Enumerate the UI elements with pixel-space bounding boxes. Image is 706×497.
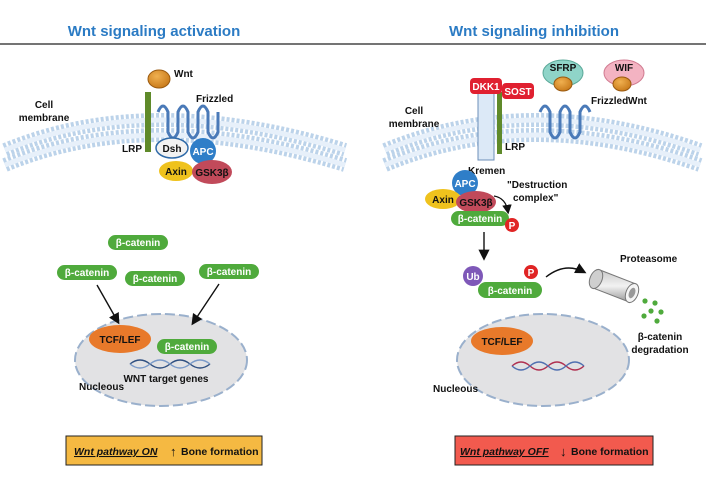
beta-catenin-pill: β-catenin bbox=[125, 271, 185, 286]
apc-protein bbox=[452, 170, 478, 196]
status-effect-label: Bone formation bbox=[571, 446, 649, 458]
sost-label: SOST bbox=[504, 87, 531, 98]
status-effect-label: Bone formation bbox=[181, 446, 259, 458]
svg-text:β-catenin: β-catenin bbox=[488, 286, 532, 297]
axin-label: Axin bbox=[432, 195, 454, 206]
sfrp-label: SFRP bbox=[550, 63, 577, 74]
apc-label: APC bbox=[192, 147, 213, 158]
wnt-ligand bbox=[147, 69, 171, 89]
wnt-label: Wnt bbox=[174, 69, 194, 80]
cell-membrane-label: Cell bbox=[35, 100, 54, 111]
wnt-ligand bbox=[553, 76, 573, 92]
nucleous-label: Nucleous bbox=[433, 384, 478, 395]
tcf-lef-factor bbox=[471, 327, 533, 355]
degradation-label: β-catenin bbox=[638, 332, 682, 343]
axin-protein bbox=[425, 189, 461, 209]
gsk3b-protein bbox=[192, 160, 232, 184]
beta-catenin-pill: β-catenin bbox=[199, 264, 259, 279]
tcf-lef-label: TCF/LEF bbox=[481, 337, 522, 348]
membrane-left bbox=[2, 113, 348, 172]
degraded-fragments bbox=[641, 298, 664, 324]
proteasome-icon bbox=[588, 268, 640, 304]
phosphorylation-arrow bbox=[493, 195, 512, 215]
title-inhibition: Wnt signaling inhibition bbox=[449, 23, 619, 40]
ubiquitin-label: Ub bbox=[466, 272, 479, 283]
destruction-complex-label: complex" bbox=[513, 193, 559, 204]
degradation-label: degradation bbox=[631, 345, 688, 356]
kremen-label: Kremen bbox=[468, 166, 505, 177]
tcf-lef-factor bbox=[89, 325, 151, 353]
beta-catenin-pill: β-catenin bbox=[478, 282, 542, 298]
frizzled-label: Frizzled bbox=[591, 96, 628, 107]
wif-label: WIF bbox=[615, 63, 633, 74]
dna-helix bbox=[511, 361, 585, 371]
sost-inhibitor bbox=[502, 83, 534, 99]
frizzled-receptor bbox=[538, 104, 592, 140]
arrow-down-icon: ↓ bbox=[560, 444, 567, 459]
wnt-ligand bbox=[612, 76, 632, 92]
gsk3b-label: GSK3β bbox=[459, 198, 492, 209]
lrp-coreceptor bbox=[497, 92, 502, 154]
kremen-receptor bbox=[477, 91, 495, 161]
beta-catenin-pill: β-catenin bbox=[157, 339, 217, 354]
apc-protein bbox=[190, 138, 216, 164]
svg-text:β-catenin: β-catenin bbox=[133, 274, 177, 285]
cell-membrane-label: membrane bbox=[389, 119, 440, 130]
status-pathway-label: Wnt pathway OFF bbox=[460, 446, 549, 458]
axin-protein bbox=[159, 161, 193, 181]
phosphate-label: P bbox=[509, 221, 516, 232]
arrow-up-icon: ↑ bbox=[170, 444, 177, 459]
svg-text:β-catenin: β-catenin bbox=[458, 214, 502, 225]
dsh-label: Dsh bbox=[163, 144, 182, 155]
beta-catenin-pill: β-catenin bbox=[57, 265, 117, 280]
status-box-off: Wnt pathway OFF ↓ Bone formation bbox=[454, 435, 654, 466]
tcf-lef-label: TCF/LEF bbox=[99, 335, 140, 346]
status-pathway-label: Wnt pathway ON bbox=[74, 446, 158, 458]
dna-helix bbox=[129, 359, 211, 369]
dsh-protein bbox=[155, 137, 189, 159]
ubiquitin-icon bbox=[463, 266, 483, 286]
lrp-coreceptor bbox=[145, 92, 151, 152]
frizzled-label: Frizzled bbox=[196, 94, 233, 105]
phosphate-icon bbox=[524, 265, 538, 279]
destruction-complex-label: "Destruction bbox=[507, 180, 567, 191]
lrp-label: LRP bbox=[122, 144, 142, 155]
proteasome-label: Proteasome bbox=[620, 254, 678, 265]
status-box-on: Wnt pathway ON ↑ Bone formation bbox=[65, 435, 263, 466]
cell-membrane-label: membrane bbox=[19, 113, 70, 124]
translocation-arrow bbox=[96, 284, 120, 325]
svg-text:β-catenin: β-catenin bbox=[116, 238, 160, 249]
cell-membrane-label: Cell bbox=[405, 106, 424, 117]
gsk3b-label: GSK3β bbox=[195, 168, 228, 179]
phosphate-label: P bbox=[528, 268, 535, 279]
nucleus-right bbox=[456, 313, 630, 407]
svg-text:β-catenin: β-catenin bbox=[165, 342, 209, 353]
proteasome-arrow bbox=[545, 263, 587, 278]
wnt-target-genes-label: WNT target genes bbox=[123, 374, 208, 385]
svg-text:β-catenin: β-catenin bbox=[65, 268, 109, 279]
dkk1-inhibitor bbox=[470, 78, 502, 94]
phosphate-icon bbox=[505, 218, 519, 232]
title-activation: Wnt signaling activation bbox=[68, 23, 241, 40]
translocation-arrow bbox=[191, 283, 220, 326]
dkk1-label: DKK1 bbox=[472, 82, 500, 93]
membrane-right bbox=[382, 113, 703, 172]
gsk3b-protein bbox=[456, 191, 496, 213]
lrp-label: LRP bbox=[505, 142, 525, 153]
beta-catenin-pill: β-catenin bbox=[108, 235, 168, 250]
beta-catenin-pill: β-catenin bbox=[451, 211, 509, 226]
axin-label: Axin bbox=[165, 167, 187, 178]
frizzled-receptor bbox=[156, 104, 220, 140]
nucleous-label: Nucleous bbox=[79, 382, 124, 393]
svg-text:β-catenin: β-catenin bbox=[207, 267, 251, 278]
wnt-label: Wnt bbox=[628, 96, 648, 107]
apc-label: APC bbox=[454, 179, 475, 190]
